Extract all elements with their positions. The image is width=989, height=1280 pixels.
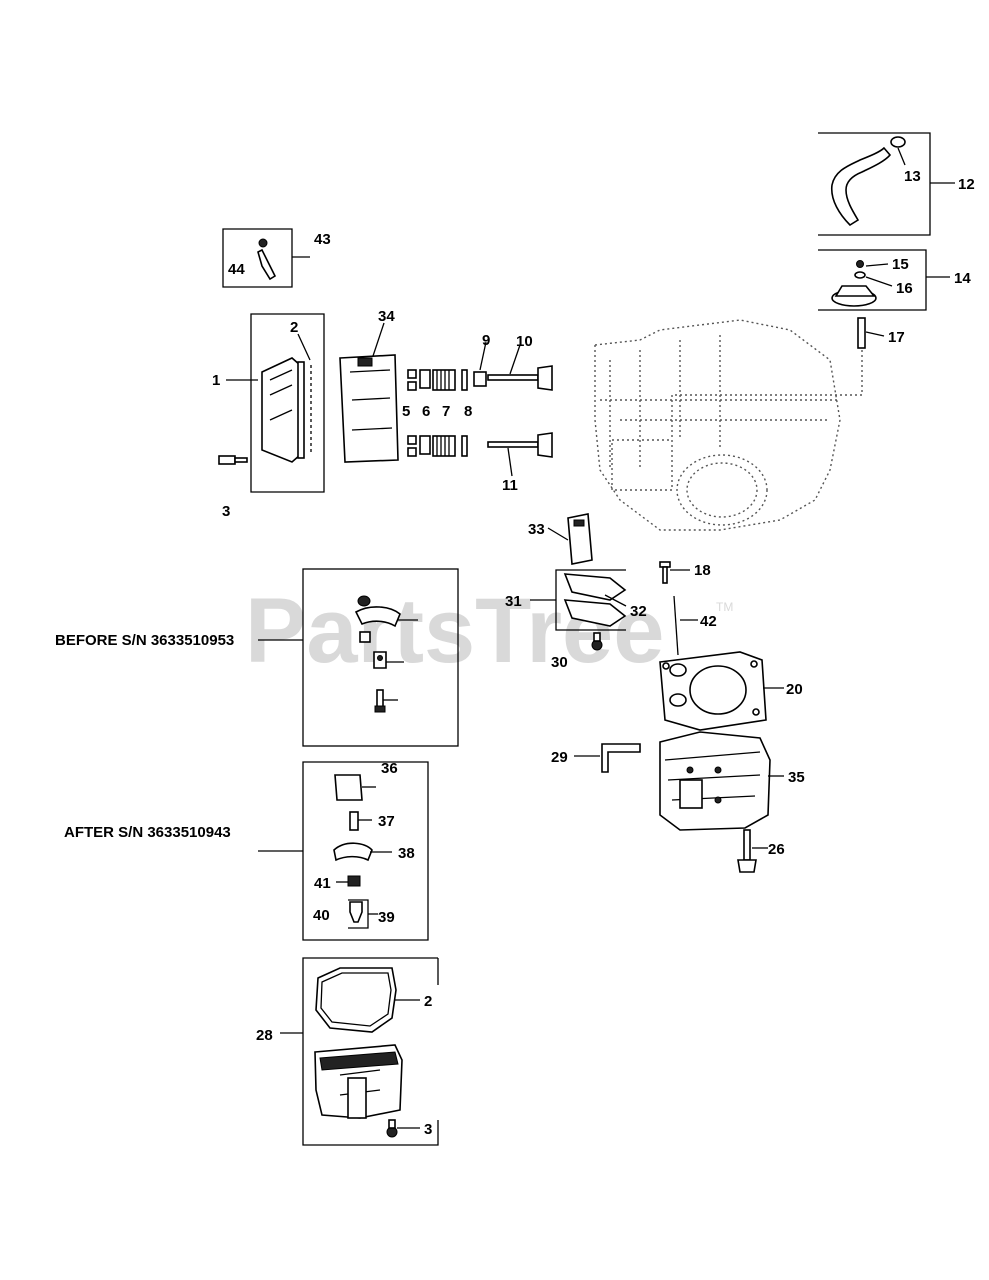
callout-36: 36 xyxy=(381,760,398,777)
callout-37: 37 xyxy=(378,813,395,830)
callout-6: 6 xyxy=(422,403,430,420)
bracket-29 xyxy=(574,743,641,773)
after-serial-label: AFTER S/N 3633510943 xyxy=(64,824,231,841)
callout-10: 10 xyxy=(516,333,533,350)
callout-42: 42 xyxy=(700,613,717,630)
callout-11: 11 xyxy=(502,477,518,494)
callout-15: 15 xyxy=(892,256,909,273)
head-bolt xyxy=(737,829,768,873)
callout-12: 12 xyxy=(958,176,975,193)
callout-7: 7 xyxy=(442,403,450,420)
callout-31: 31 xyxy=(505,593,522,610)
guide-block xyxy=(547,513,593,565)
breather-tube-group xyxy=(222,228,310,288)
callout-33: 33 xyxy=(528,521,545,538)
after-sn-group xyxy=(258,761,429,941)
callout-3-lower: 3 xyxy=(424,1121,432,1138)
push-rod-and-bolt xyxy=(659,561,698,656)
callout-32: 32 xyxy=(630,603,647,620)
callout-13: 13 xyxy=(904,168,921,185)
callout-2: 2 xyxy=(290,319,298,336)
callout-18: 18 xyxy=(694,562,711,579)
callout-38: 38 xyxy=(398,845,415,862)
callout-26: 26 xyxy=(768,841,785,858)
callout-9: 9 xyxy=(482,332,490,349)
before-sn-group xyxy=(258,568,459,747)
callout-28: 28 xyxy=(256,1027,273,1044)
valve-springs xyxy=(407,369,468,457)
valve-cover-cap-group xyxy=(818,249,950,311)
cylinder-head xyxy=(659,731,784,831)
callout-16: 16 xyxy=(896,280,913,297)
valve-cover-group xyxy=(218,313,325,493)
callout-34: 34 xyxy=(378,308,395,325)
before-serial-label: BEFORE S/N 3633510953 xyxy=(55,632,234,649)
push-rod-guide-plates xyxy=(530,569,627,631)
callout-17: 17 xyxy=(888,329,905,346)
callout-43: 43 xyxy=(314,231,331,248)
callout-2-lower: 2 xyxy=(424,993,432,1010)
callout-40: 40 xyxy=(313,907,330,924)
valves xyxy=(473,341,553,477)
callout-1: 1 xyxy=(212,372,220,389)
callout-20: 20 xyxy=(786,681,803,698)
callout-44: 44 xyxy=(228,261,245,278)
callout-30: 30 xyxy=(551,654,568,671)
watermark-tm: TM xyxy=(716,600,733,614)
rocker-housing xyxy=(339,322,399,463)
breather-hose-group xyxy=(818,132,955,236)
callout-35: 35 xyxy=(788,769,805,786)
engine-block-outline xyxy=(594,319,841,531)
stud-part xyxy=(671,317,885,440)
callout-5: 5 xyxy=(402,403,410,420)
screw-30 xyxy=(591,632,603,651)
callout-41: 41 xyxy=(314,875,331,892)
callout-8: 8 xyxy=(464,403,472,420)
valve-cover-kit-group xyxy=(280,957,439,1146)
callout-3: 3 xyxy=(222,503,230,520)
callout-39: 39 xyxy=(378,909,395,926)
callout-14: 14 xyxy=(954,270,971,287)
head-gasket xyxy=(659,651,784,731)
callout-29: 29 xyxy=(551,749,568,766)
